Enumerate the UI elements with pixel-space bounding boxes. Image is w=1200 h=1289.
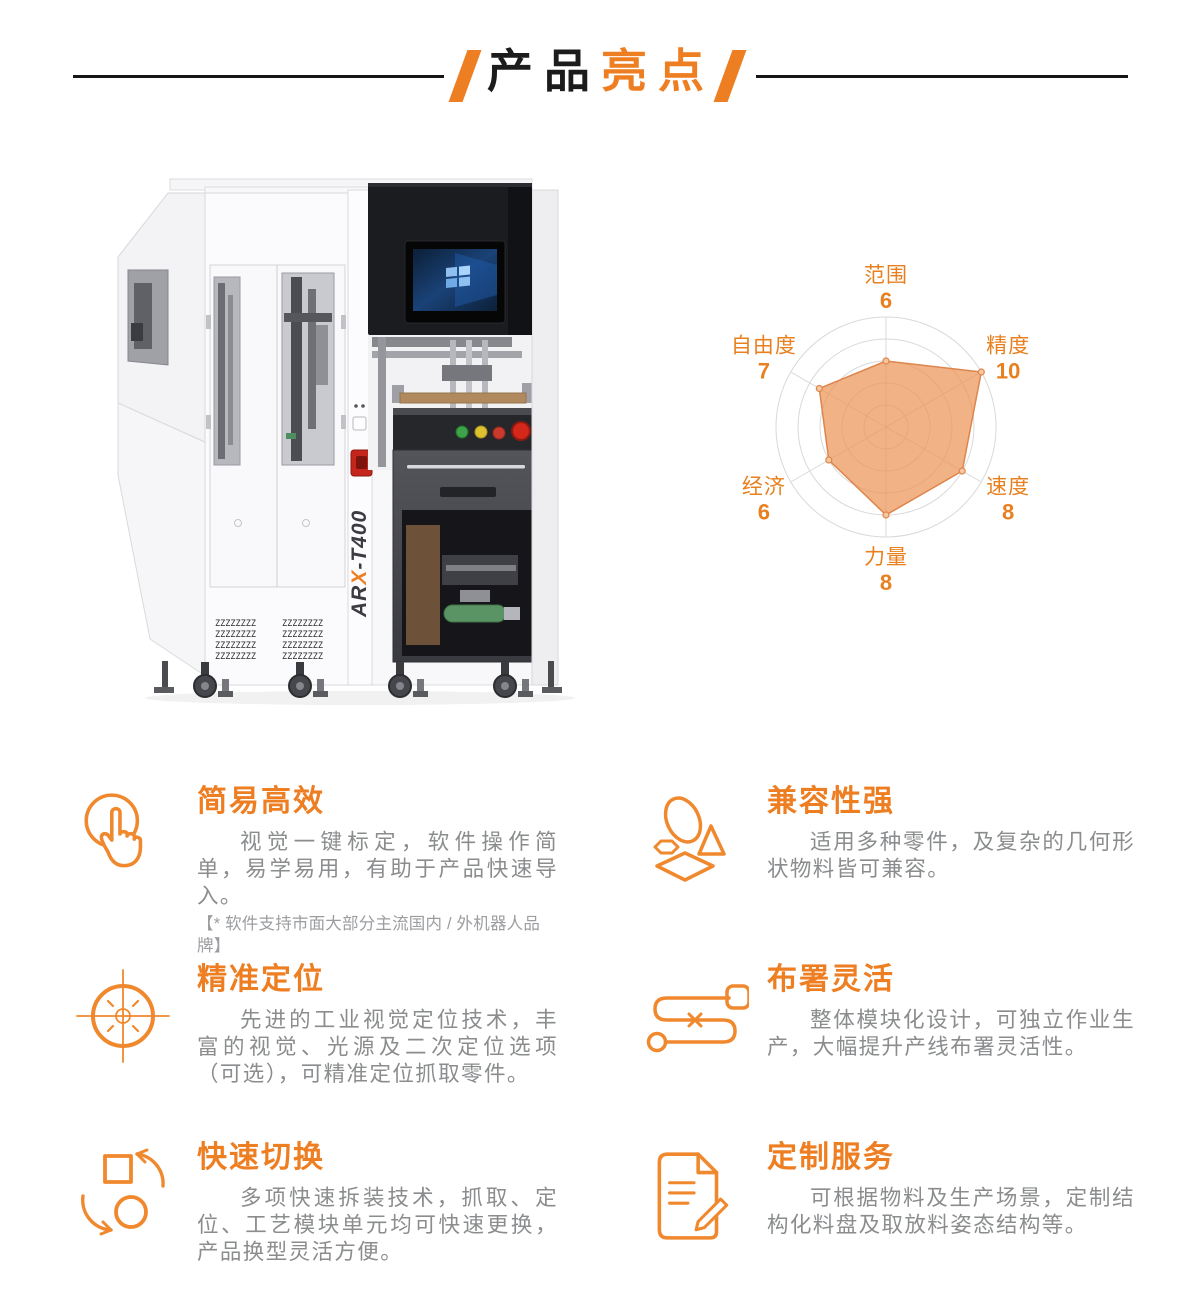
page-title: 产品亮点 — [487, 46, 715, 97]
radar-axis-value: 10 — [996, 359, 1020, 384]
feature-body: 适用多种零件，及复杂的几何形状物料皆可兼容。 — [767, 830, 1135, 881]
feature-title: 快速切换 — [197, 1141, 325, 1174]
feature-title: 定制服务 — [767, 1141, 895, 1174]
shapes-icon — [645, 770, 767, 886]
radar-axis-label: 精度 — [986, 335, 1030, 358]
windows-logo-icon — [446, 265, 470, 288]
header-slash-left — [448, 50, 482, 102]
radar-data-point — [958, 467, 966, 475]
feature-title: 精准定位 — [197, 963, 325, 996]
route-icon — [645, 948, 767, 1060]
feature-title: 简易高效 — [197, 785, 325, 818]
svg-text:ZZZZZZZZ: ZZZZZZZZ — [282, 630, 323, 640]
drawer-handle — [440, 487, 496, 497]
svg-text:ZZZZZZZZ: ZZZZZZZZ — [282, 619, 323, 629]
feature-custom-service: 定制服务 可根据物料及生产场景，定制结构化料盘及取放料姿态结构等。 — [645, 1126, 1135, 1289]
machine-left-hood — [117, 192, 208, 678]
radar-axis-label: 经济 — [742, 476, 786, 499]
svg-text:ZZZZZZZZ: ZZZZZZZZ — [215, 652, 256, 662]
machine-illustration: ZZZZZZZZ ZZZZZZZZ ZZZZZZZZ ZZZZZZZZ ZZZZ… — [117, 178, 575, 705]
radar-axis-value: 8 — [880, 570, 892, 595]
radar-axis-value: 8 — [1002, 500, 1014, 525]
svg-text:ZZZZZZZZ: ZZZZZZZZ — [282, 641, 323, 651]
swap-icon — [75, 1126, 197, 1242]
target-icon — [75, 948, 197, 1064]
feature-note: 【* 软件支持市面大部分主流国内 / 外机器人品牌】 — [197, 915, 541, 955]
header-divider-right — [756, 75, 1128, 78]
radar-data-point — [882, 357, 890, 365]
document-edit-icon — [645, 1126, 767, 1244]
feature-body: 视觉一键标定，软件操作简单，易学易用，有助于产品快速导入。 — [197, 830, 558, 908]
feature-body: 先进的工业视觉定位技术，丰富的视觉、光源及二次定位选项（可选），可精准定位抓取零… — [197, 1008, 558, 1086]
radar-axis-label: 力量 — [864, 546, 908, 569]
radar-axis-label: 范围 — [864, 264, 908, 287]
vent-grilles: ZZZZZZZZ ZZZZZZZZ ZZZZZZZZ ZZZZZZZZ ZZZZ… — [215, 619, 323, 662]
radar-data-point — [825, 456, 833, 464]
radar-data-point — [815, 384, 823, 393]
feature-compatibility: 兼容性强 适用多种零件，及复杂的几何形状物料皆可兼容。 — [645, 770, 1135, 948]
machine-right-panel — [531, 189, 559, 686]
yellow-button — [474, 425, 488, 439]
feature-body: 多项快速拆装技术，抓取、定位、工艺模块单元均可快速更换，产品换型灵活方便。 — [197, 1186, 558, 1264]
feature-quick-switch: 快速切换 多项快速拆装技术，抓取、定位、工艺模块单元均可快速更换，产品换型灵活方… — [75, 1126, 558, 1289]
svg-text:ZZZZZZZZ: ZZZZZZZZ — [282, 652, 323, 662]
svg-text:ZZZZZZZZ: ZZZZZZZZ — [215, 619, 256, 629]
radar-axis-value: 7 — [758, 359, 770, 384]
monitor-bay — [368, 183, 532, 335]
page-title-black: 产品 — [487, 45, 601, 97]
page-title-orange: 亮点 — [601, 45, 715, 97]
radar-axis-label: 速度 — [986, 476, 1030, 499]
feature-simple-efficient: 简易高效 视觉一键标定，软件操作简单，易学易用，有助于产品快速导入。 【* 软件… — [75, 770, 558, 955]
radar-axis-value: 6 — [880, 288, 892, 313]
model-label: ARX-T400 — [348, 510, 371, 618]
radar-axis-value: 6 — [758, 500, 770, 525]
control-panel — [393, 408, 540, 450]
feature-title: 兼容性强 — [767, 785, 895, 818]
green-button — [455, 425, 469, 439]
actuator-cylinder — [443, 604, 507, 623]
red-estop-button — [511, 421, 531, 441]
feature-body: 整体模块化设计，可独立作业生产，大幅提升产线布署灵活性。 — [767, 1008, 1135, 1059]
svg-text:ZZZZZZZZ: ZZZZZZZZ — [215, 641, 256, 651]
feature-precise-positioning: 精准定位 先进的工业视觉定位技术，丰富的视觉、光源及二次定位选项（可选），可精准… — [75, 948, 558, 1126]
svg-text:ZZZZZZZZ: ZZZZZZZZ — [215, 630, 256, 640]
machine-image: ZZZZZZZZ ZZZZZZZZ ZZZZZZZZ ZZZZZZZZ ZZZZ… — [110, 165, 610, 710]
machine-door-section — [204, 192, 349, 686]
radar-data-point — [977, 368, 985, 376]
casters — [154, 661, 562, 698]
lower-cabinet — [392, 449, 541, 663]
red-button — [492, 426, 506, 440]
header-divider-left — [73, 75, 444, 78]
radar-data-polygon — [818, 360, 983, 516]
radar-data-point — [882, 511, 890, 519]
feature-grid: 简易高效 视觉一键标定，软件操作简单，易学易用，有助于产品快速导入。 【* 软件… — [75, 770, 1135, 1289]
header-slash-right — [713, 50, 747, 102]
radar-axis-label: 自由度 — [731, 335, 797, 358]
click-icon — [75, 770, 197, 882]
floor-shadow — [145, 691, 575, 705]
feature-title: 布署灵活 — [767, 963, 895, 996]
feature-body: 可根据物料及生产场景，定制结构化料盘及取放料姿态结构等。 — [767, 1186, 1135, 1237]
feature-flexible-deployment: 布署灵活 整体模块化设计，可独立作业生产，大幅提升产线布署灵活性。 — [645, 948, 1135, 1126]
